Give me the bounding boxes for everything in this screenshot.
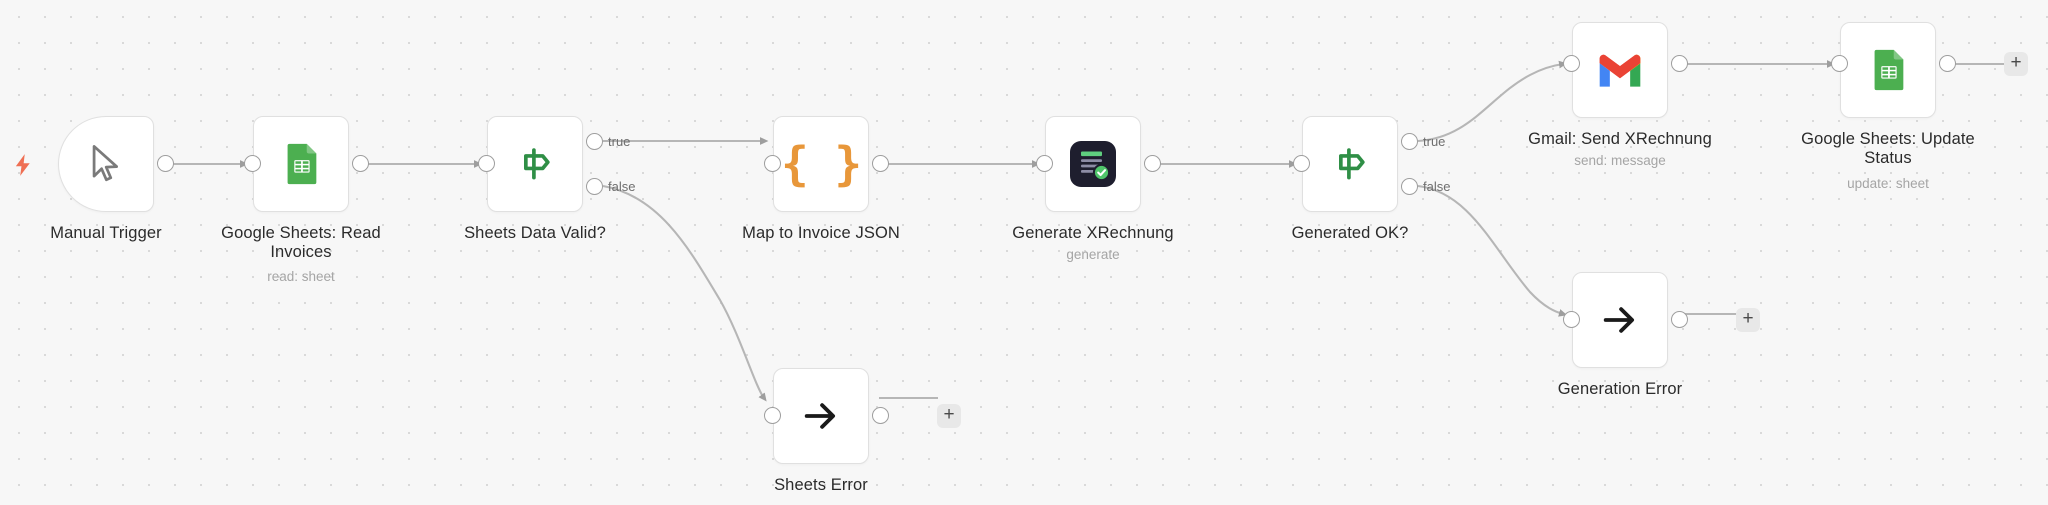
add-node-button-after-sheets-error[interactable]: + [937, 404, 961, 428]
branch-label-generated-ok-true: true [1423, 134, 1446, 149]
node-google-sheets-update-status[interactable] [1840, 22, 1936, 118]
cursor-pointer-icon [92, 145, 119, 182]
google-sheets-icon [287, 143, 317, 185]
node-label-manual-trigger: Manual Trigger [50, 224, 162, 242]
node-generate-xrechnung[interactable] [1045, 116, 1141, 212]
branch-label-sheets-data-valid-true: true [608, 134, 631, 149]
node-label-google-sheets-read-invoices: Google Sheets: Read Invoices [221, 224, 381, 261]
output-endpoint-sheets-error[interactable] [872, 407, 889, 424]
node-subtitle-gmail-send-xrechnung: send: message [1574, 153, 1666, 168]
node-sheets-error[interactable] [773, 368, 869, 464]
lightning-bolt-icon [10, 152, 36, 178]
output-endpoint-manual-trigger[interactable] [157, 155, 174, 172]
output-endpoint-google-sheets-update-status[interactable] [1939, 55, 1956, 72]
output-endpoint-google-sheets-read-invoices[interactable] [352, 155, 369, 172]
node-map-to-invoice-json[interactable]: { } [773, 116, 869, 212]
output-endpoint-generation-error[interactable] [1671, 311, 1688, 328]
gmail-icon [1599, 54, 1641, 87]
node-generated-ok[interactable] [1302, 116, 1398, 212]
node-label-map-to-invoice-json: Map to Invoice JSON [742, 224, 900, 242]
add-node-button-after-update-status[interactable]: + [2004, 52, 2028, 76]
input-endpoint-map-to-invoice-json[interactable] [764, 155, 781, 172]
output-endpoint-generated-ok-false[interactable] [1401, 178, 1418, 195]
output-endpoint-map-to-invoice-json[interactable] [872, 155, 889, 172]
node-subtitle-google-sheets-update-status: update: sheet [1847, 176, 1929, 191]
lightning-bolt-glyph [15, 154, 30, 176]
input-endpoint-gmail-send-xrechnung[interactable] [1563, 55, 1580, 72]
input-endpoint-sheets-error[interactable] [764, 407, 781, 424]
arrow-right-noop-icon [1603, 307, 1635, 333]
node-label-generate-xrechnung: Generate XRechnung [1012, 224, 1174, 242]
input-endpoint-generated-ok[interactable] [1293, 155, 1310, 172]
node-sheets-data-valid[interactable] [487, 116, 583, 212]
node-gmail-send-xrechnung[interactable] [1572, 22, 1668, 118]
output-endpoint-sheets-data-valid-false[interactable] [586, 178, 603, 195]
input-endpoint-generation-error[interactable] [1563, 311, 1580, 328]
node-subtitle-generate-xrechnung: generate [1066, 247, 1120, 262]
output-endpoint-sheets-data-valid-true[interactable] [586, 133, 603, 150]
node-label-sheets-error: Sheets Error [774, 476, 868, 494]
node-label-sheets-data-valid: Sheets Data Valid? [464, 224, 606, 242]
curly-braces-icon: { } [780, 137, 862, 191]
node-label-google-sheets-update-status: Google Sheets: Update Status [1801, 130, 1975, 167]
branch-label-sheets-data-valid-false: false [608, 179, 636, 194]
input-endpoint-google-sheets-read-invoices[interactable] [244, 155, 261, 172]
arrow-right-noop-icon [804, 403, 836, 429]
node-google-sheets-read-invoices[interactable] [253, 116, 349, 212]
node-label-generation-error: Generation Error [1557, 380, 1683, 398]
add-node-button-after-generation-error[interactable]: + [1736, 308, 1760, 332]
signpost-if-icon [524, 148, 550, 180]
input-endpoint-sheets-data-valid[interactable] [478, 155, 495, 172]
xrechnung-document-check-icon [1070, 141, 1116, 187]
node-label-gmail-send-xrechnung: Gmail: Send XRechnung [1528, 130, 1712, 148]
node-generation-error[interactable] [1572, 272, 1668, 368]
signpost-if-icon [1339, 148, 1365, 180]
node-manual-trigger[interactable] [58, 116, 154, 212]
node-subtitle-google-sheets-read-invoices: read: sheet [267, 269, 335, 284]
input-endpoint-google-sheets-update-status[interactable] [1831, 55, 1848, 72]
branch-label-generated-ok-false: false [1423, 179, 1451, 194]
output-endpoint-generate-xrechnung[interactable] [1144, 155, 1161, 172]
output-endpoint-gmail-send-xrechnung[interactable] [1671, 55, 1688, 72]
xrechnung-document-check-glyph [1081, 151, 1111, 182]
google-sheets-icon [1874, 49, 1904, 91]
input-endpoint-generate-xrechnung[interactable] [1036, 155, 1053, 172]
output-endpoint-generated-ok-true[interactable] [1401, 133, 1418, 150]
node-label-generated-ok: Generated OK? [1291, 224, 1409, 242]
